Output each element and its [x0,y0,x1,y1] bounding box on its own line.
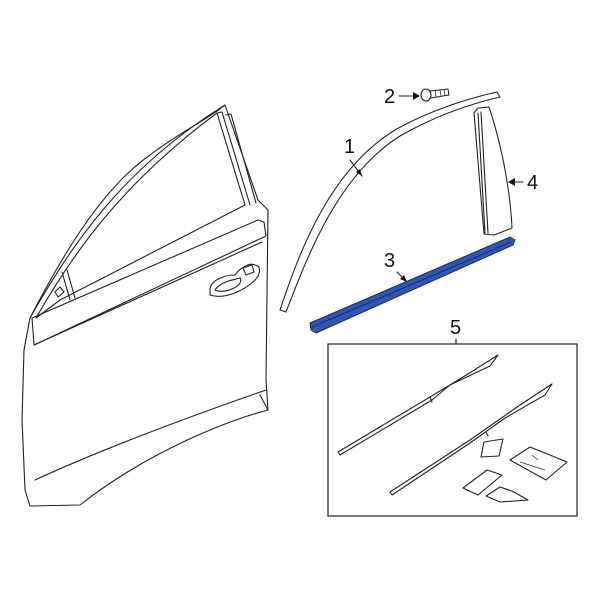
callout-2: 2 [384,86,420,108]
callout-1: 1 [344,136,363,177]
part-4-pillar-applique[interactable] [473,106,513,236]
part-5-kit-box[interactable] [327,343,578,517]
svg-text:5: 5 [450,317,461,339]
front-door-illustration [21,104,269,507]
callout-4: 4 [508,172,538,194]
part-3-belt-molding[interactable] [309,236,516,334]
svg-text:3: 3 [384,250,395,272]
svg-text:4: 4 [527,172,538,194]
svg-text:1: 1 [344,136,355,158]
part-1-upper-frame-molding[interactable] [279,91,501,313]
svg-text:2: 2 [384,86,395,108]
callout-3: 3 [384,250,407,282]
part-2-bolt[interactable] [420,88,450,102]
callout-5: 5 [450,317,461,345]
